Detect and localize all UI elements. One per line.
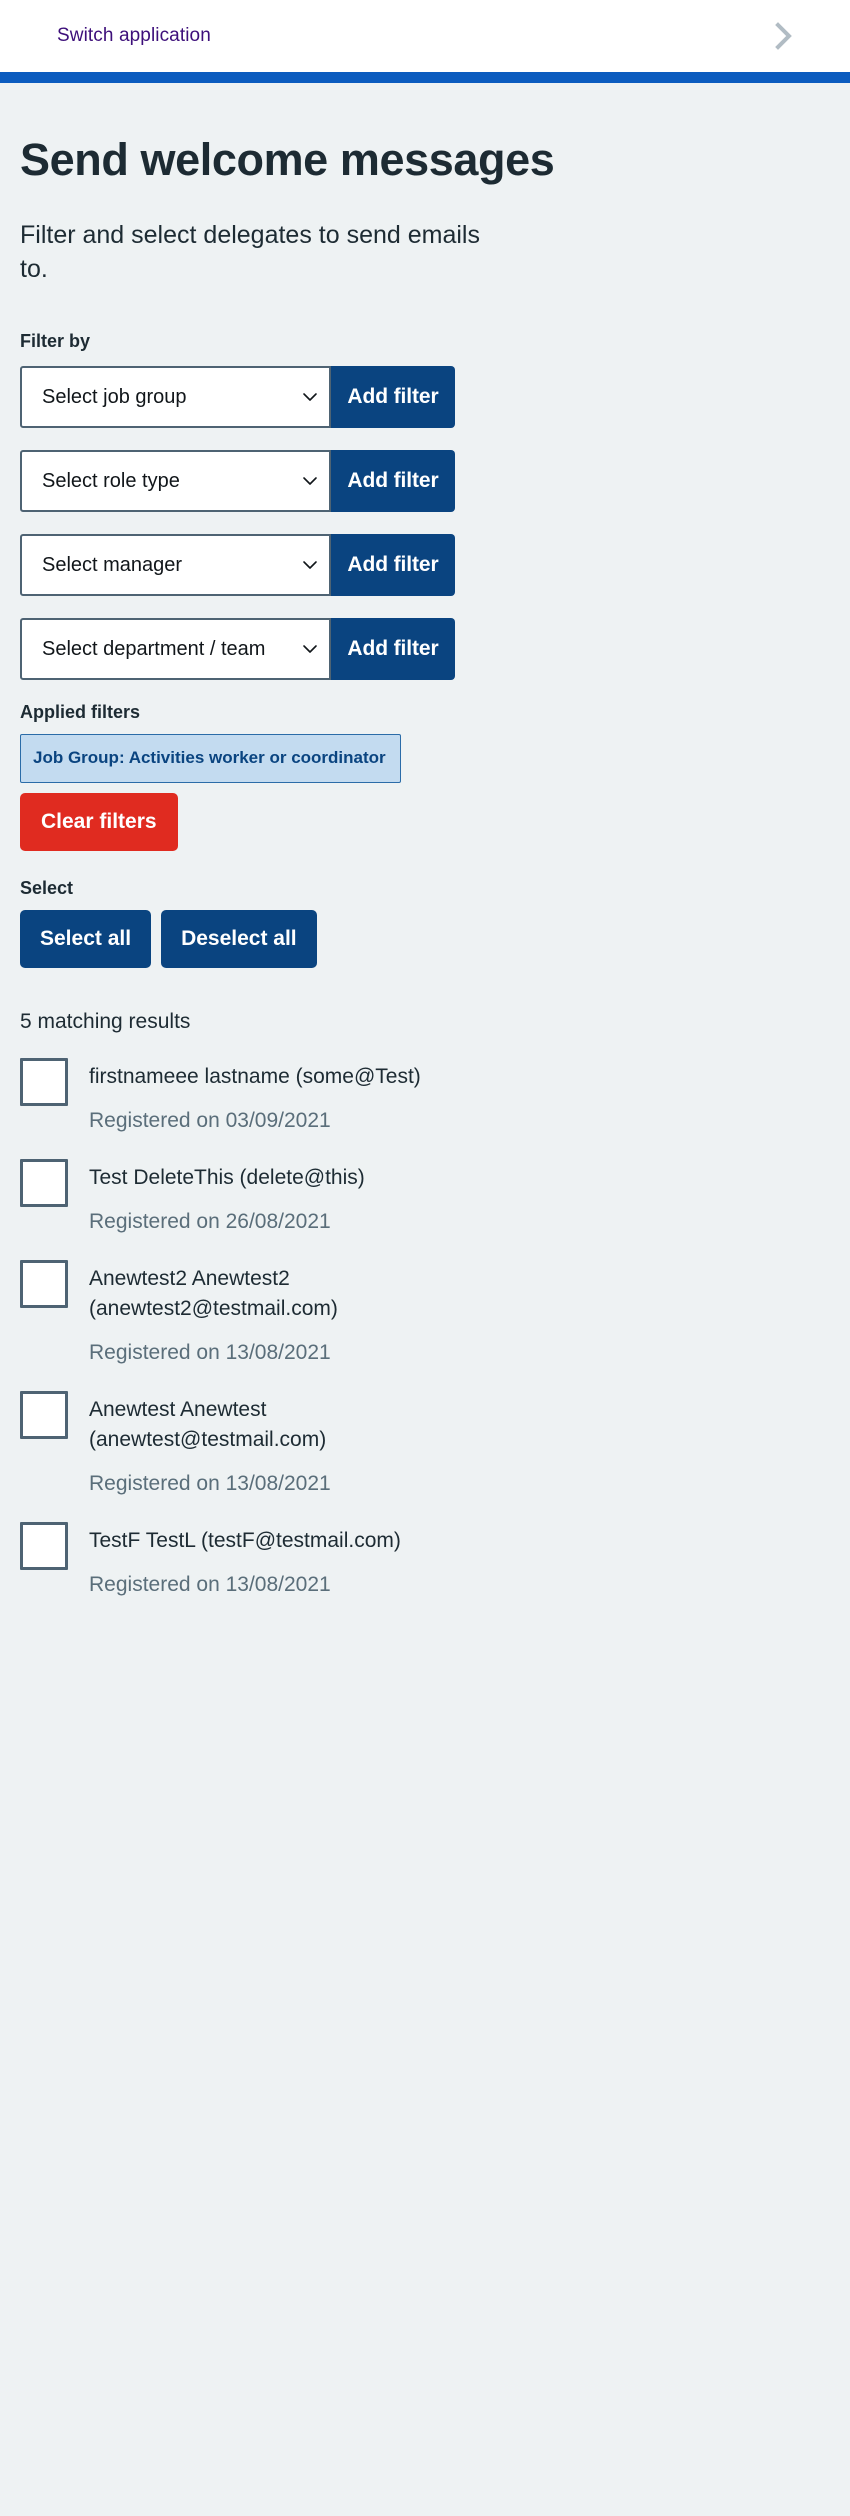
select-all-button[interactable]: Select all — [20, 909, 152, 968]
result-checkbox[interactable] — [20, 1391, 68, 1440]
result-text: Anewtest Anewtest (anewtest@testmail.com… — [89, 1387, 830, 1512]
select-department-team-wrapper[interactable]: Select department / team — [20, 618, 331, 681]
filter-rows: Select job group Add filter Select role … — [20, 366, 830, 681]
matching-results-count: 5 matching results — [20, 1009, 191, 1033]
switch-application-link[interactable]: Switch application — [57, 25, 211, 46]
result-registered-date: Registered on 26/08/2021 — [89, 1209, 331, 1233]
result-checkbox[interactable] — [20, 1057, 68, 1106]
list-item: Anewtest2 Anewtest2 (anewtest2@testmail.… — [20, 1250, 830, 1381]
result-text: firstnameee lastname (some@Test) Registe… — [89, 1054, 830, 1149]
result-text: Test DeleteThis (delete@this) Registered… — [89, 1155, 830, 1250]
page-content: Send welcome messages Filter and select … — [0, 134, 850, 1614]
applied-filter-chip[interactable]: Job Group: Activities worker or coordina… — [20, 734, 401, 783]
select-section-label: Select — [20, 877, 74, 898]
result-checkbox[interactable] — [20, 1260, 68, 1309]
filter-row-department-team: Select department / team Add filter — [20, 618, 455, 681]
deselect-all-button[interactable]: Deselect all — [161, 909, 317, 968]
result-name: Anewtest Anewtest (anewtest@testmail.com… — [89, 1398, 327, 1452]
filter-row-job-group: Select job group Add filter — [20, 366, 455, 429]
add-filter-button-manager[interactable]: Add filter — [331, 534, 455, 597]
select-role-type-wrapper[interactable]: Select role type — [20, 450, 331, 513]
select-buttons-row: Select all Deselect all — [20, 909, 830, 968]
select-manager-wrapper[interactable]: Select manager — [20, 534, 331, 597]
top-bar: Switch application — [0, 0, 850, 72]
add-filter-button-role-type[interactable]: Add filter — [331, 450, 455, 513]
list-item: TestF TestL (testF@testmail.com) Registe… — [20, 1512, 830, 1613]
result-registered-date: Registered on 13/08/2021 — [89, 1340, 331, 1364]
select-department-team[interactable]: Select department / team — [22, 620, 329, 679]
applied-filters-label: Applied filters — [20, 702, 141, 723]
result-checkbox[interactable] — [20, 1522, 68, 1571]
list-item: Test DeleteThis (delete@this) Registered… — [20, 1149, 830, 1250]
select-manager[interactable]: Select manager — [22, 536, 329, 595]
select-role-type[interactable]: Select role type — [22, 452, 329, 511]
list-item: Anewtest Anewtest (anewtest@testmail.com… — [20, 1381, 830, 1512]
filter-by-label: Filter by — [20, 331, 91, 352]
list-item: firstnameee lastname (some@Test) Registe… — [20, 1048, 830, 1149]
add-filter-button-department-team[interactable]: Add filter — [331, 618, 455, 681]
result-registered-date: Registered on 13/08/2021 — [89, 1471, 331, 1495]
clear-filters-button[interactable]: Clear filters — [20, 792, 178, 851]
page-intro: Filter and select delegates to send emai… — [20, 221, 480, 283]
select-job-group-wrapper[interactable]: Select job group — [20, 366, 331, 429]
result-registered-date: Registered on 03/09/2021 — [89, 1108, 331, 1132]
result-checkbox[interactable] — [20, 1158, 68, 1207]
header-accent-rule — [0, 72, 850, 83]
filter-row-role-type: Select role type Add filter — [20, 450, 455, 513]
result-name: Anewtest2 Anewtest2 (anewtest2@testmail.… — [89, 1267, 338, 1320]
result-text: TestF TestL (testF@testmail.com) Registe… — [89, 1518, 830, 1613]
filter-row-manager: Select manager Add filter — [20, 534, 455, 597]
result-name: firstnameee lastname (some@Test) — [89, 1064, 421, 1088]
result-name: TestF TestL (testF@testmail.com) — [89, 1529, 401, 1553]
add-filter-button-job-group[interactable]: Add filter — [331, 366, 455, 429]
result-name: Test DeleteThis (delete@this) — [89, 1165, 365, 1189]
applied-filter-chips: Job Group: Activities worker or coordina… — [20, 734, 830, 783]
results-list: firstnameee lastname (some@Test) Registe… — [20, 1048, 830, 1614]
result-registered-date: Registered on 13/08/2021 — [89, 1573, 331, 1597]
page-title: Send welcome messages — [20, 134, 555, 185]
select-job-group[interactable]: Select job group — [22, 368, 329, 427]
result-text: Anewtest2 Anewtest2 (anewtest2@testmail.… — [89, 1256, 830, 1381]
chevron-right-icon[interactable] — [773, 21, 795, 51]
